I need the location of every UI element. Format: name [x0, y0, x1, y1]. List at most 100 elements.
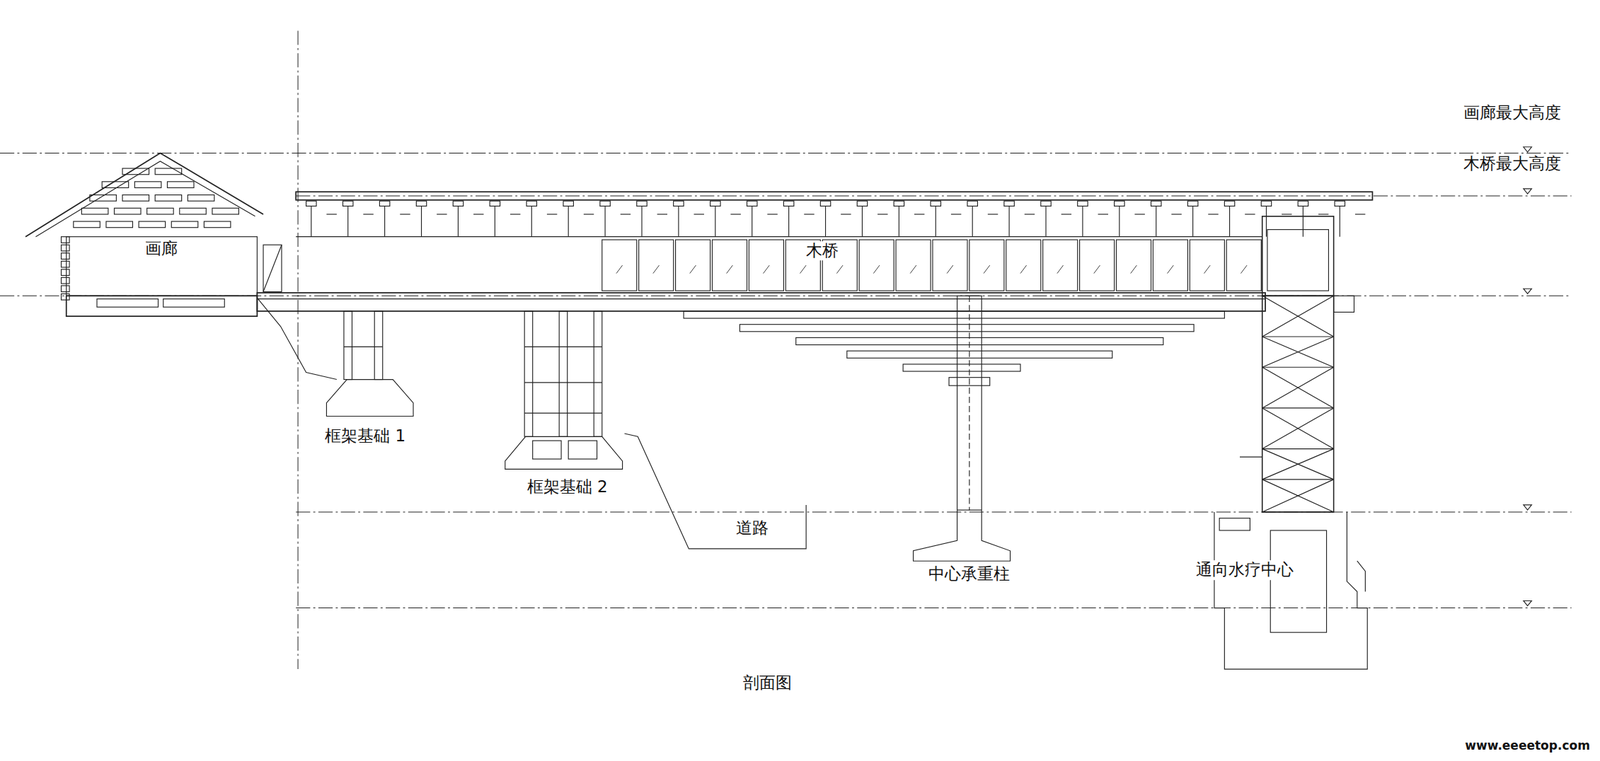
railing-post [421, 205, 422, 237]
timber-stack [138, 221, 165, 228]
tower-head [1262, 216, 1334, 296]
railing-post [1081, 205, 1083, 237]
railing-bar [1281, 213, 1292, 215]
timber-end [61, 285, 71, 293]
roof-joist [1187, 200, 1198, 206]
tower-frame [1262, 295, 1334, 513]
railing-bar [436, 213, 447, 215]
railing-post [1229, 205, 1230, 237]
roof-joist [747, 200, 758, 206]
glass-mark [836, 265, 843, 274]
timber-end [61, 237, 71, 244]
roof-joist [930, 200, 941, 206]
glass-mark [1020, 265, 1027, 274]
floor-joist [163, 299, 226, 308]
glass-mark [1130, 265, 1138, 274]
roof-joist [1077, 200, 1088, 206]
timber-stack [114, 208, 141, 215]
frame-column [524, 311, 533, 437]
lift-pit [1270, 530, 1327, 633]
railing-bar [399, 213, 410, 215]
railing-post [677, 205, 679, 237]
tower-brace [1262, 479, 1334, 513]
glass-panel [711, 239, 747, 291]
timber-stack [106, 221, 133, 228]
timber-end [61, 269, 71, 276]
railing-bar [840, 213, 851, 215]
roof-joist [1004, 200, 1015, 206]
frame-beam [343, 346, 383, 348]
cantilever-beam [902, 364, 1021, 372]
glass-mark [1204, 265, 1211, 274]
timber-stack [167, 181, 194, 189]
railing-bar [1061, 213, 1072, 215]
timber-stack [171, 221, 198, 228]
pile-cap [568, 440, 597, 460]
gallery-roof [25, 152, 264, 237]
roof-joist [1224, 200, 1235, 206]
datum-line [295, 195, 1571, 197]
roof-joist [1261, 200, 1271, 206]
datum-line [295, 512, 1571, 514]
glass-panel [1116, 239, 1152, 291]
column-axis [968, 295, 970, 511]
part-label: 木桥 [803, 241, 841, 262]
railing-bar [326, 213, 337, 215]
wall-edge [1357, 561, 1366, 592]
embankment [256, 297, 337, 380]
pile-cap [532, 440, 562, 460]
level-label: 画廊最大高度 [1461, 103, 1564, 124]
timber-stack [122, 168, 149, 175]
column-shaft [957, 295, 983, 511]
roof-joist [820, 200, 831, 206]
tower-beam [1262, 479, 1334, 480]
timber-stack [73, 221, 100, 228]
glass-panel [639, 239, 674, 291]
glass-mark [726, 265, 734, 274]
railing-bar [1355, 213, 1366, 215]
glass-panel [1226, 239, 1262, 291]
tower-brace [1262, 367, 1334, 409]
tower-brace [1262, 449, 1334, 480]
frame-column [593, 311, 603, 437]
part-label: 中心承重柱 [926, 564, 1012, 585]
railing-bar [1134, 213, 1145, 215]
roof-joist [1334, 200, 1345, 206]
glass-mark [689, 265, 697, 274]
railing-bar [1318, 213, 1329, 215]
part-label: 通向水疗中心 [1193, 560, 1296, 581]
frame-beam [524, 413, 603, 414]
glass-panel [602, 239, 637, 291]
tower-beam [1262, 448, 1334, 450]
railing-post [935, 205, 937, 237]
timber-stack [89, 195, 117, 202]
tower-ledge [1333, 295, 1355, 313]
road-profile [624, 433, 807, 550]
glass-mark [983, 265, 991, 274]
roof-joist [600, 200, 610, 206]
roof-joist [1151, 200, 1162, 206]
cantilever-beam [847, 350, 1113, 359]
railing-bar [694, 213, 705, 215]
glass-mark [616, 265, 623, 274]
timber-end [61, 253, 71, 260]
roof-joist [783, 200, 794, 206]
railing-post [605, 205, 606, 237]
glass-panel [1189, 239, 1225, 291]
glass-panel [932, 239, 968, 291]
timber-stack [187, 195, 214, 202]
glass-mark [653, 265, 660, 274]
roof-joist [343, 200, 354, 206]
glass-panel [1079, 239, 1115, 291]
level-marker [1523, 188, 1533, 194]
railing-bar [1171, 213, 1182, 215]
floor-joist [96, 299, 159, 308]
railing-post [714, 205, 716, 237]
tower-brace [1262, 367, 1334, 409]
level-marker [1523, 505, 1533, 511]
glass-mark [1057, 265, 1064, 274]
railing-post [861, 205, 863, 237]
railing-bar [951, 213, 961, 215]
footing-2 [505, 436, 623, 470]
